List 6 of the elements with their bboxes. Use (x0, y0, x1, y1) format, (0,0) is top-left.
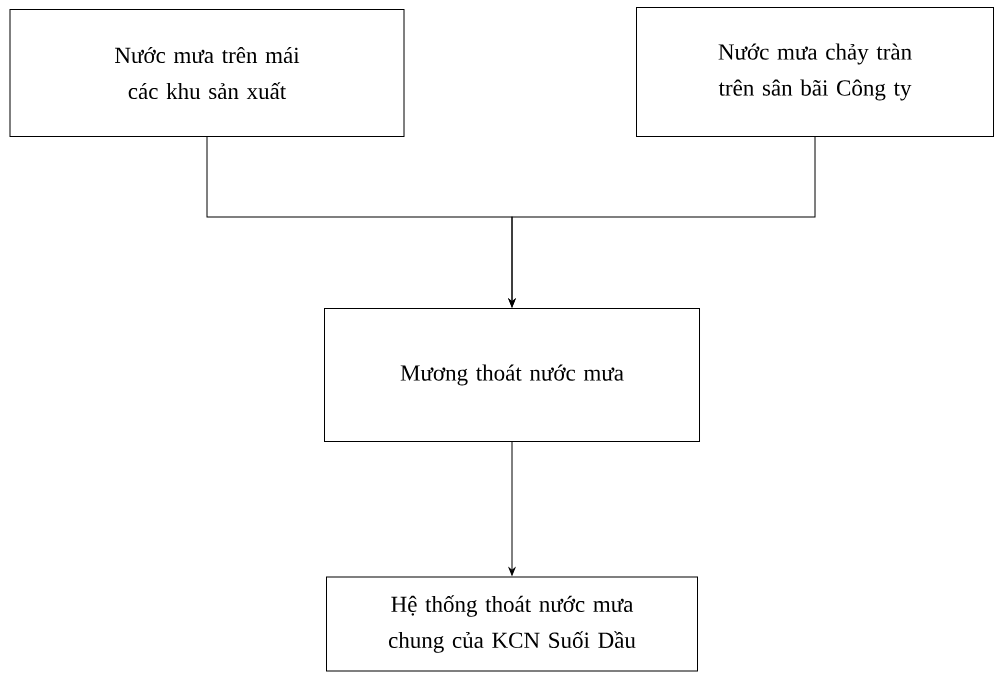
process-box: Nước mưa chảy tràn trên sân bãi Công ty (636, 7, 994, 137)
process-box: Nước mưa trên mái các khu sản xuất (9, 9, 405, 137)
process-box: Mương thoát nước mưa (324, 308, 700, 442)
arrow (508, 136, 816, 308)
process-box: Hệ thống thoát nước mưa chung của KCN Suối Dầu (326, 576, 698, 672)
arrow (508, 441, 516, 576)
